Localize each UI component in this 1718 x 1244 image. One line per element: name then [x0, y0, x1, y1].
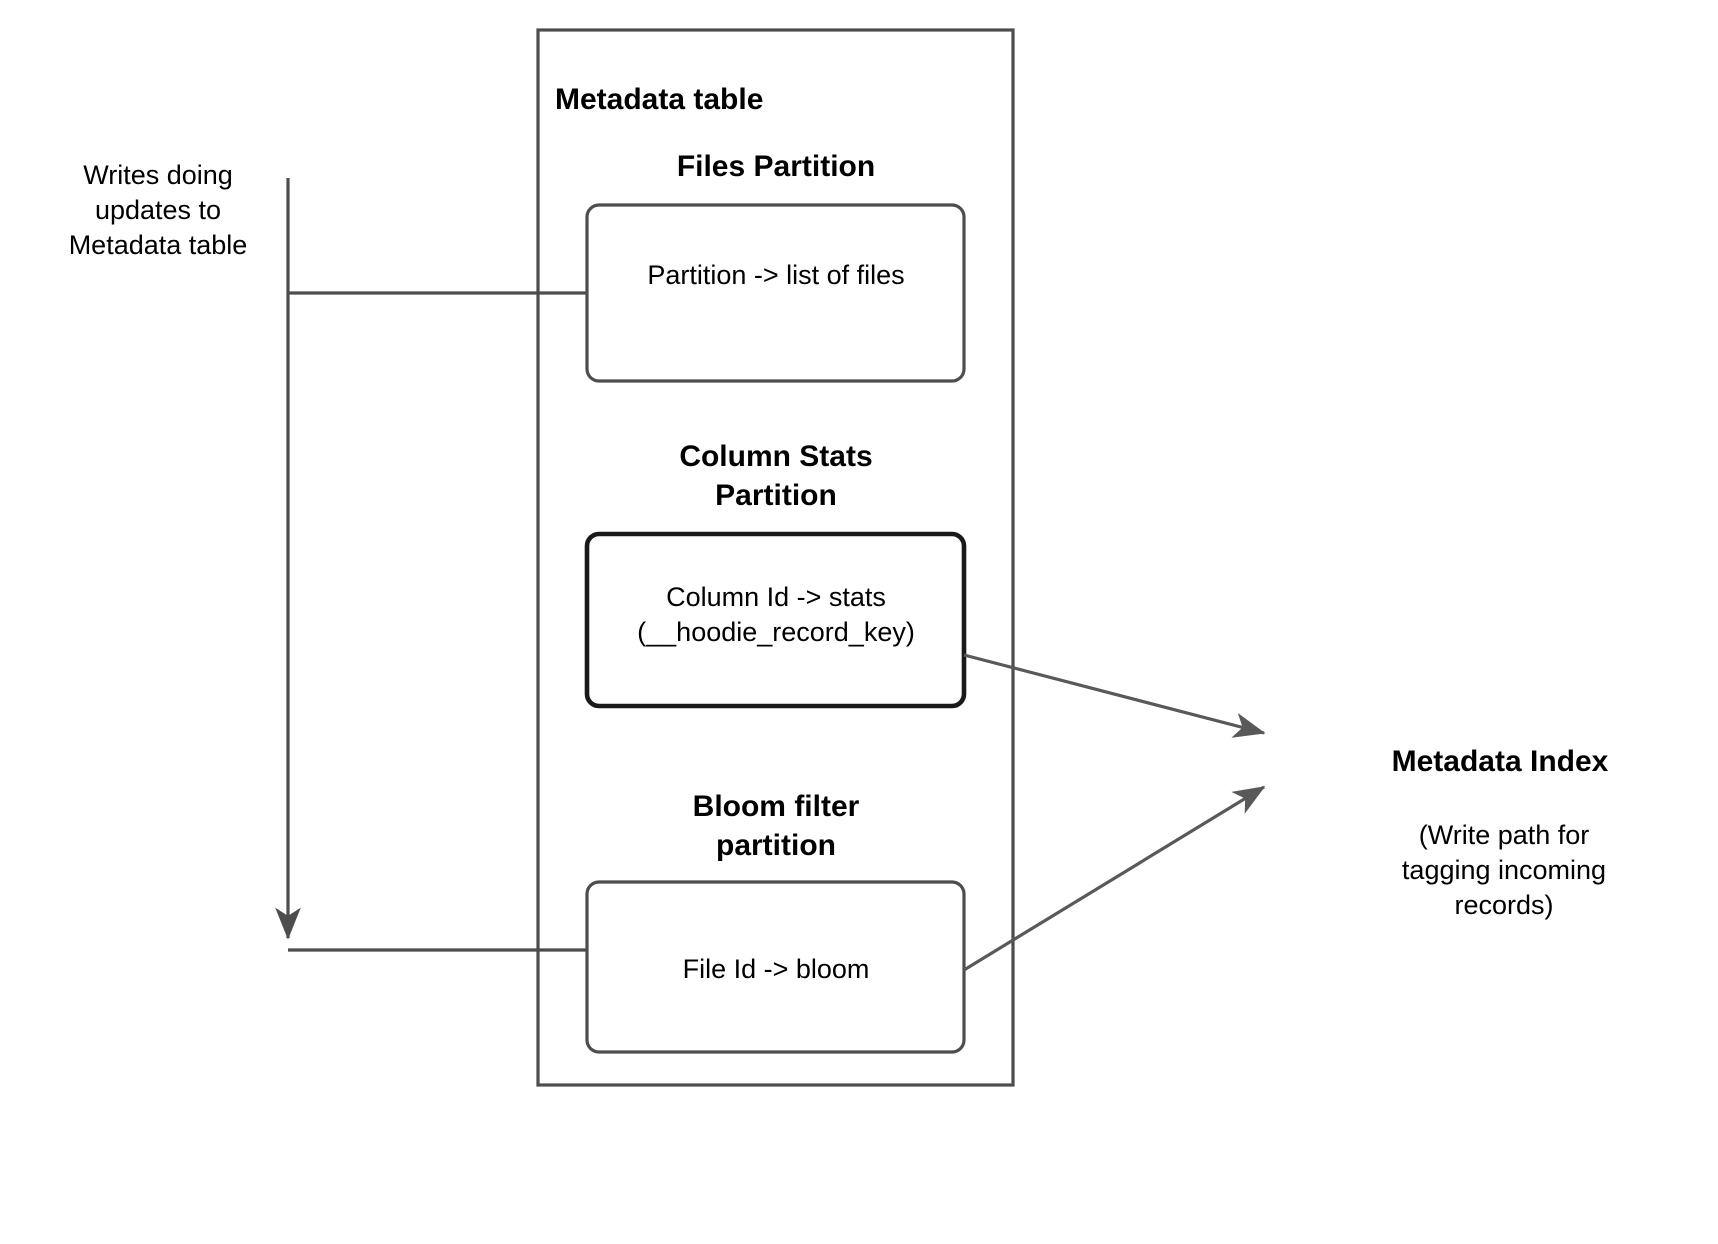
files-partition-box-text: Partition -> list of files: [647, 260, 905, 290]
metadata-table-title: Metadata table: [555, 83, 764, 116]
column-stats-partition-heading: Column Stats Partition: [679, 440, 873, 512]
bloom-filter-to-index-arrow: [963, 785, 1266, 972]
bloom-filter-partition-heading: Bloom filter partition: [692, 790, 860, 862]
metadata-index-title: Metadata Index: [1391, 745, 1609, 778]
column-stats-to-index-arrow: [963, 653, 1266, 738]
bloom-filter-partition-box-text: File Id -> bloom: [682, 954, 870, 984]
column-stats-partition-box-text: Column Id -> stats (__hoodie_record_key): [637, 582, 915, 648]
metadata-index-caption: (Write path for tagging incoming records…: [1401, 820, 1607, 921]
metadata-table-container-box: [536, 28, 1015, 1087]
files-partition-heading: Files Partition: [676, 150, 876, 183]
writes-updates-caption: Writes doing updates to Metadata table: [68, 160, 248, 261]
